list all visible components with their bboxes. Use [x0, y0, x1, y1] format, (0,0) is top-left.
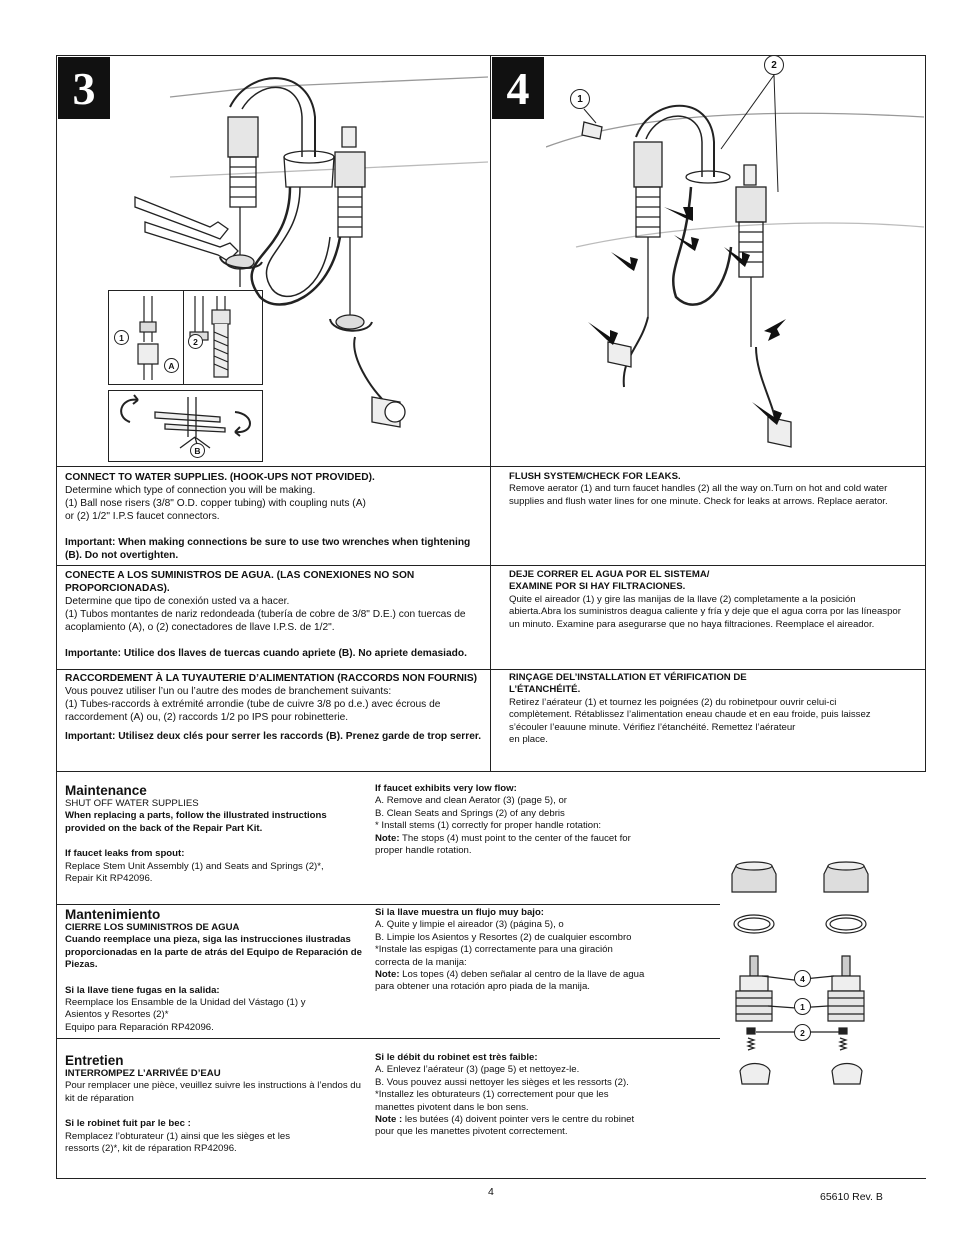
mantenimiento-heading: Mantenimiento — [65, 907, 161, 922]
step-4-english-title: FLUSH SYSTEM/CHECK FOR LEAKS. — [509, 471, 681, 482]
mantenimiento-note-body: Los topes (4) deben señalar al centro de… — [375, 969, 645, 993]
callout-handles-label: 2 — [771, 59, 777, 71]
divider-maint-1 — [56, 904, 720, 905]
step-4-french-body: Retirez l’aérateur (1) et tournez les po… — [509, 696, 871, 746]
mantenimiento-leak-title: Si la llave tiene fugas en la salida: — [65, 984, 220, 996]
step-3-english-body: Determine which type of connection you w… — [65, 485, 366, 522]
step-3-spanish-important: Importante: Utilice dos llaves de tuerca… — [65, 648, 467, 659]
step-3-english-title: CONNECT TO WATER SUPPLIES. (HOOK-UPS NOT… — [65, 472, 375, 483]
divider-maint-2 — [56, 1038, 720, 1039]
entretien-flow-body: A. Enlevez l’aérateur (3) (page 5) et ne… — [375, 1064, 629, 1113]
step-4-spanish: DEJE CORRER EL AGUA POR EL SISTEMA/ EXAM… — [509, 569, 909, 631]
step-3-spanish-body: Determine que tipo de conexión usted va … — [65, 596, 466, 633]
column-divider — [490, 55, 491, 772]
maintenance-note-body: The stops (4) must point to the center o… — [375, 832, 631, 857]
maintenance-heading: Maintenance — [65, 783, 147, 798]
mantenimiento-shutoff: CIERRE LOS SUMINISTROS DE AGUA — [65, 922, 240, 933]
maintenance-french-left: Entretien INTERROMPEZ L’ARRIVÉE D’EAU Po… — [65, 1053, 365, 1155]
divider-spanish — [56, 669, 926, 670]
divider-bottom — [56, 1178, 926, 1179]
entretien-leak-title: Si le robinet fuit par le bec : — [65, 1118, 191, 1130]
step-4-spanish-title: DEJE CORRER EL AGUA POR EL SISTEMA/ EXAM… — [509, 569, 710, 593]
entretien-flow-title: Si le débit du robinet est très faible: — [375, 1052, 538, 1063]
callout-stem-1: 1 — [794, 998, 811, 1015]
callout-aerator: 1 — [570, 89, 590, 109]
entretien-shutoff: INTERROMPEZ L’ARRIVÉE D’EAU — [65, 1068, 221, 1079]
callout-seats-2-label: 2 — [800, 1027, 805, 1038]
stem-cartridge-illustration — [731, 861, 869, 1085]
maintenance-english-right: If faucet exhibits very low flow: A. Rem… — [375, 783, 715, 857]
maintenance-flow-title: If faucet exhibits very low flow: — [375, 783, 517, 794]
instruction-frame — [56, 55, 926, 772]
callout-B-label: B — [194, 445, 201, 456]
maintenance-spanish-right: Si la llave muestra un flujo muy bajo: A… — [375, 907, 715, 994]
two-wrench-illustration — [120, 394, 251, 449]
maintenance-leak-body: Replace Stem Unit Assembly (1) and Seats… — [65, 860, 324, 885]
step-4-english-body: Remove aerator (1) and turn faucet handl… — [509, 483, 888, 507]
callout-stem-1-label: 1 — [800, 1001, 805, 1012]
maintenance-left-rule — [56, 772, 57, 1178]
inset-divider — [183, 290, 184, 385]
maintenance-english-left: Maintenance SHUT OFF WATER SUPPLIES When… — [65, 783, 365, 885]
callout-2: 2 — [188, 334, 203, 349]
step-3-french-title: RACCORDEMENT À LA TUYAUTERIE D’ALIMENTAT… — [65, 673, 478, 684]
mantenimiento-flow-title: Si la llave muestra un flujo muy bajo: — [375, 907, 544, 918]
connection-type-inset — [108, 290, 263, 385]
step-4-spanish-body: Quite el aireador (1) y gire las manijas… — [509, 593, 901, 630]
step-3-english: CONNECT TO WATER SUPPLIES. (HOOK-UPS NOT… — [65, 471, 483, 562]
maintenance-spanish-left: Mantenimiento CIERRE LOS SUMINISTROS DE … — [65, 907, 365, 1034]
maintenance-shutoff: SHUT OFF WATER SUPPLIES — [65, 798, 199, 809]
callout-A-label: A — [168, 360, 175, 371]
left-stem-stack — [731, 861, 777, 1085]
step-3-french-body: Vous pouvez utiliser l’un ou l’autre des… — [65, 686, 441, 723]
entretien-leak-body: Remplacez l’obturateur (1) ainsi que les… — [65, 1130, 291, 1155]
step-4-french-title: RINÇAGE DEL’INSTALLATION ET VÉRIFICATION… — [509, 672, 747, 696]
maintenance-replacing: When replacing a parts, follow the illus… — [65, 810, 327, 834]
entretien-heading: Entretien — [65, 1053, 124, 1068]
callout-seats-2: 2 — [794, 1024, 811, 1041]
page-number: 4 — [488, 1186, 494, 1198]
step-4-illustration — [546, 74, 924, 448]
step-3-spanish-title: CONECTE A LOS SUMINISTROS DE AGUA. (LAS … — [65, 570, 415, 594]
entretien-note-body: les butées (4) doivent pointer vers le c… — [375, 1114, 635, 1138]
step-3-english-important: Important: When making connections be su… — [65, 537, 471, 561]
callout-aerator-label: 1 — [577, 93, 583, 105]
step-3-illustration — [134, 76, 488, 428]
callout-handles: 2 — [764, 55, 784, 75]
maintenance-note-label: Note: — [375, 832, 400, 844]
right-stem-stack — [823, 861, 869, 1085]
callout-4-label: 4 — [800, 973, 805, 984]
divider-figures — [56, 466, 926, 467]
step-3-number: 3 — [58, 57, 110, 119]
mantenimiento-note-label: Note: — [375, 969, 400, 981]
callout-1: 1 — [114, 330, 129, 345]
callout-2-label: 2 — [193, 336, 198, 347]
callout-A: A — [164, 358, 179, 373]
callout-B: B — [190, 443, 205, 458]
step-4-english: FLUSH SYSTEM/CHECK FOR LEAKS. Remove aer… — [509, 471, 919, 508]
entretien-note-label: Note : — [375, 1114, 403, 1126]
maintenance-leak-title: If faucet leaks from spout: — [65, 848, 185, 860]
coupling-nut-riser-illustration — [137, 296, 159, 380]
maintenance-flow-body: A. Remove and clean Aerator (3) (page 5)… — [375, 795, 602, 832]
mantenimiento-flow-body: A. Quite y limpie el aireador (3) (págin… — [375, 919, 632, 968]
mantenimiento-leak-body: Reemplace los Ensamble de la Unidad del … — [65, 997, 306, 1033]
two-wrench-inset — [108, 390, 263, 462]
step-3-french: RACCORDEMENT À LA TUYAUTERIE D’ALIMENTAT… — [65, 672, 483, 743]
step-4-french: RINÇAGE DEL’INSTALLATION ET VÉRIFICATION… — [509, 672, 894, 746]
maintenance-french-right: Si le débit du robinet est très faible: … — [375, 1052, 715, 1139]
step-4-number: 4 — [492, 57, 544, 119]
entretien-replacing: Pour remplacer une pièce, veuillez suivr… — [65, 1080, 361, 1104]
document-revision: 65610 Rev. B — [820, 1191, 883, 1203]
step-3-french-important: Important: Utilisez deux clés pour serre… — [65, 731, 482, 742]
callout-1-label: 1 — [119, 332, 124, 343]
mantenimiento-replacing: Cuando reemplace una pieza, siga las ins… — [65, 934, 362, 971]
divider-english — [56, 565, 926, 566]
callout-4: 4 — [794, 970, 811, 987]
step-3-spanish: CONECTE A LOS SUMINISTROS DE AGUA. (LAS … — [65, 569, 483, 660]
